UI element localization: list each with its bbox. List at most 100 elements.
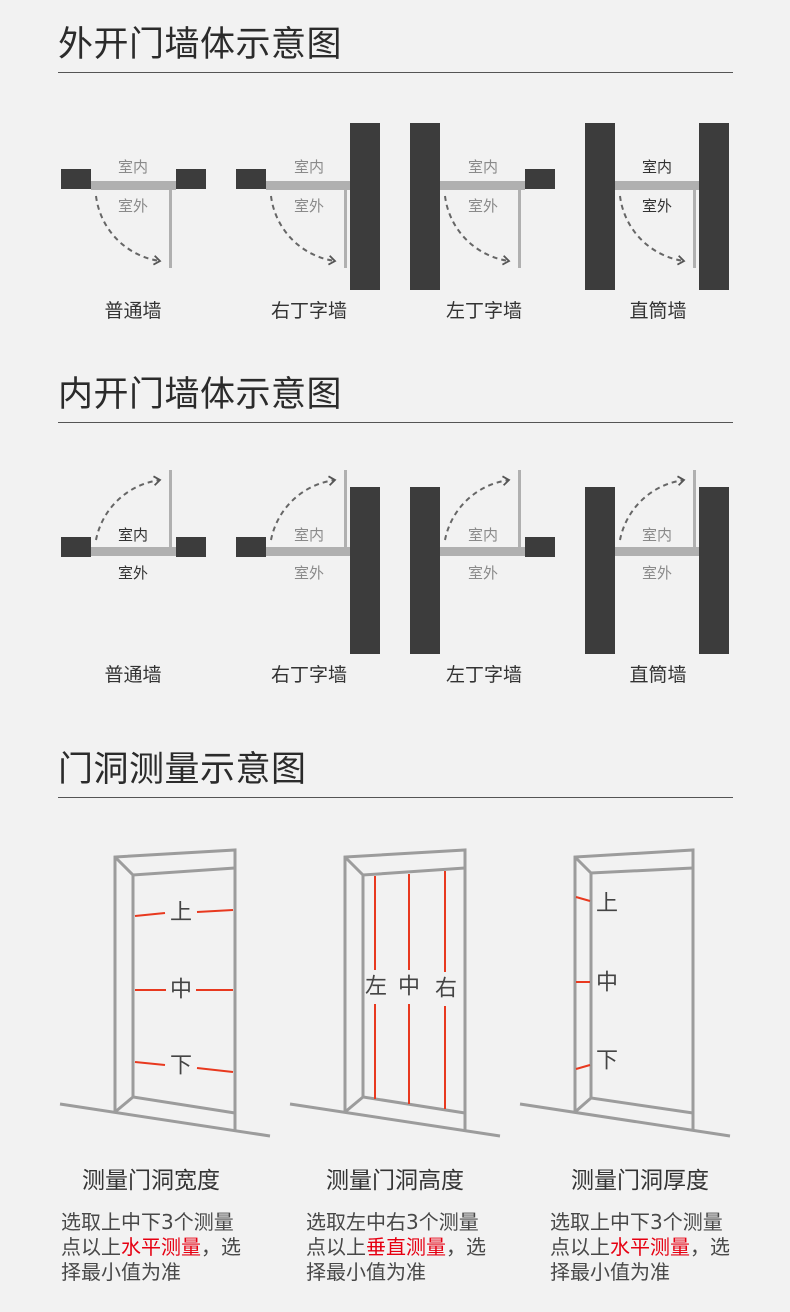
mark-left: 左 — [365, 975, 387, 1000]
door-frame-inner-top — [343, 855, 466, 877]
outward-section-title: 外开门墙体示意图 — [58, 25, 343, 65]
door-leaf — [518, 181, 521, 268]
tall-wall-right — [350, 123, 380, 290]
wall-block-right — [176, 169, 206, 189]
door-frame-bar — [266, 547, 350, 556]
door-swing-arrow — [270, 475, 337, 541]
mark-right: 右 — [435, 977, 457, 1002]
wall-type-label: 右丁字墙 — [271, 300, 347, 322]
door-swing-arrow — [444, 195, 511, 266]
door-frame-bar — [615, 547, 699, 556]
description-line: 选取上中下3个测量 — [61, 1210, 234, 1234]
description-line: 点以上水平测量，选 — [550, 1235, 730, 1260]
outward-diagram-right-t-wall: 室内 室外 右丁字墙 — [236, 123, 380, 322]
wall-block-left — [61, 537, 91, 557]
outdoor-label: 室外 — [294, 197, 324, 215]
description-text: ，选 — [446, 1235, 486, 1259]
measure-line-top-left — [134, 912, 166, 917]
door-frame-bottom-bevel — [344, 1095, 364, 1114]
door-swing-arrow — [270, 195, 337, 266]
mark-top: 上 — [596, 892, 618, 917]
description-text: ，选 — [201, 1235, 241, 1259]
mark-middle: 中 — [596, 971, 618, 996]
outdoor-label: 室外 — [468, 564, 498, 582]
height-caption: 测量门洞高度 — [326, 1168, 464, 1194]
measure-section-title: 门洞测量示意图 — [58, 750, 307, 790]
inward-diagram-left-t-wall: 室内 室外 左丁字墙 — [410, 470, 555, 686]
wall-block-left — [236, 537, 266, 557]
wall-block-left — [61, 169, 91, 189]
indoor-label: 室内 — [294, 526, 324, 544]
wall-type-label: 直筒墙 — [629, 664, 686, 686]
indoor-label: 室内 — [118, 158, 148, 176]
indoor-label: 室内 — [468, 526, 498, 544]
measure-line-bottom-right — [196, 1067, 234, 1073]
height-description: 选取左中右3个测量 点以上垂直测量，选 择最小值为准 — [306, 1210, 486, 1285]
width-caption: 测量门洞宽度 — [82, 1168, 220, 1194]
door-opening-thickness-drawing: 上 中 下 — [519, 848, 731, 1138]
measure-line-top-right — [196, 909, 234, 913]
tall-wall-right — [699, 487, 729, 654]
description-line: 点以上垂直测量，选 — [306, 1235, 486, 1260]
indoor-label: 室内 — [468, 158, 498, 176]
description-text: 点以上 — [306, 1235, 366, 1259]
floor-line — [519, 1102, 731, 1138]
thickness-description: 选取上中下3个测量 点以上水平测量，选 择最小值为准 — [550, 1210, 730, 1285]
thickness-caption: 测量门洞厚度 — [571, 1168, 709, 1194]
tall-wall-left — [410, 487, 440, 654]
door-frame-inner-top — [113, 855, 236, 877]
door-swing-arrow — [619, 195, 686, 266]
indoor-label: 室内 — [642, 526, 672, 544]
door-frame-bar — [91, 547, 176, 556]
door-leaf — [169, 470, 172, 556]
inward-diagram-normal-wall: 室内 室外 普通墙 — [61, 470, 206, 686]
door-frame-bottom-bevel — [114, 1095, 134, 1114]
door-opening-height-drawing: 左 中 右 — [289, 848, 501, 1138]
outdoor-label: 室外 — [642, 564, 672, 582]
mark-top: 上 — [170, 901, 192, 926]
width-description: 选取上中下3个测量 点以上水平测量，选 择最小值为准 — [61, 1210, 241, 1285]
measure-line-top — [575, 896, 591, 902]
wall-type-label: 右丁字墙 — [271, 664, 347, 686]
description-line: 择最小值为准 — [550, 1260, 670, 1284]
description-line: 选取上中下3个测量 — [550, 1210, 723, 1234]
door-leaf — [344, 470, 347, 556]
wall-block-left — [236, 169, 266, 189]
measure-line-bottom — [575, 1064, 591, 1070]
door-swing-arrow — [444, 475, 511, 541]
wall-type-label: 普通墙 — [104, 664, 161, 686]
wall-block-right — [525, 169, 555, 189]
tall-wall-left — [585, 123, 615, 290]
outdoor-label: 室外 — [468, 197, 498, 215]
door-swing-arrow — [95, 475, 162, 541]
wall-block-right — [176, 537, 206, 557]
mark-bottom: 下 — [596, 1049, 618, 1074]
door-leaf — [693, 181, 696, 268]
door-leaf — [169, 181, 172, 268]
wall-type-label: 直筒墙 — [629, 300, 686, 322]
outdoor-label: 室外 — [294, 564, 324, 582]
description-text: ，选 — [690, 1235, 730, 1259]
wall-type-label: 左丁字墙 — [446, 664, 522, 686]
wall-block-right — [525, 537, 555, 557]
outward-title-divider — [58, 72, 733, 73]
description-highlight: 水平测量 — [610, 1235, 690, 1259]
measure-title-divider — [58, 797, 733, 798]
door-frame-bar — [615, 181, 699, 190]
description-line: 点以上水平测量，选 — [61, 1235, 241, 1260]
mark-middle: 中 — [398, 975, 420, 1000]
outdoor-label: 室外 — [642, 197, 672, 215]
door-swing-arrow — [619, 475, 686, 541]
tall-wall-right — [350, 487, 380, 654]
door-frame-bar — [440, 181, 525, 190]
door-swing-arrow — [95, 195, 162, 266]
indoor-label: 室内 — [642, 158, 672, 176]
tall-wall-right — [699, 123, 729, 290]
description-highlight: 垂直测量 — [366, 1235, 446, 1259]
door-frame-outer — [113, 848, 237, 1130]
description-text: 点以上 — [550, 1235, 610, 1259]
inward-title-divider — [58, 422, 733, 423]
door-frame-bar — [440, 547, 525, 556]
door-frame-bar — [266, 181, 350, 190]
